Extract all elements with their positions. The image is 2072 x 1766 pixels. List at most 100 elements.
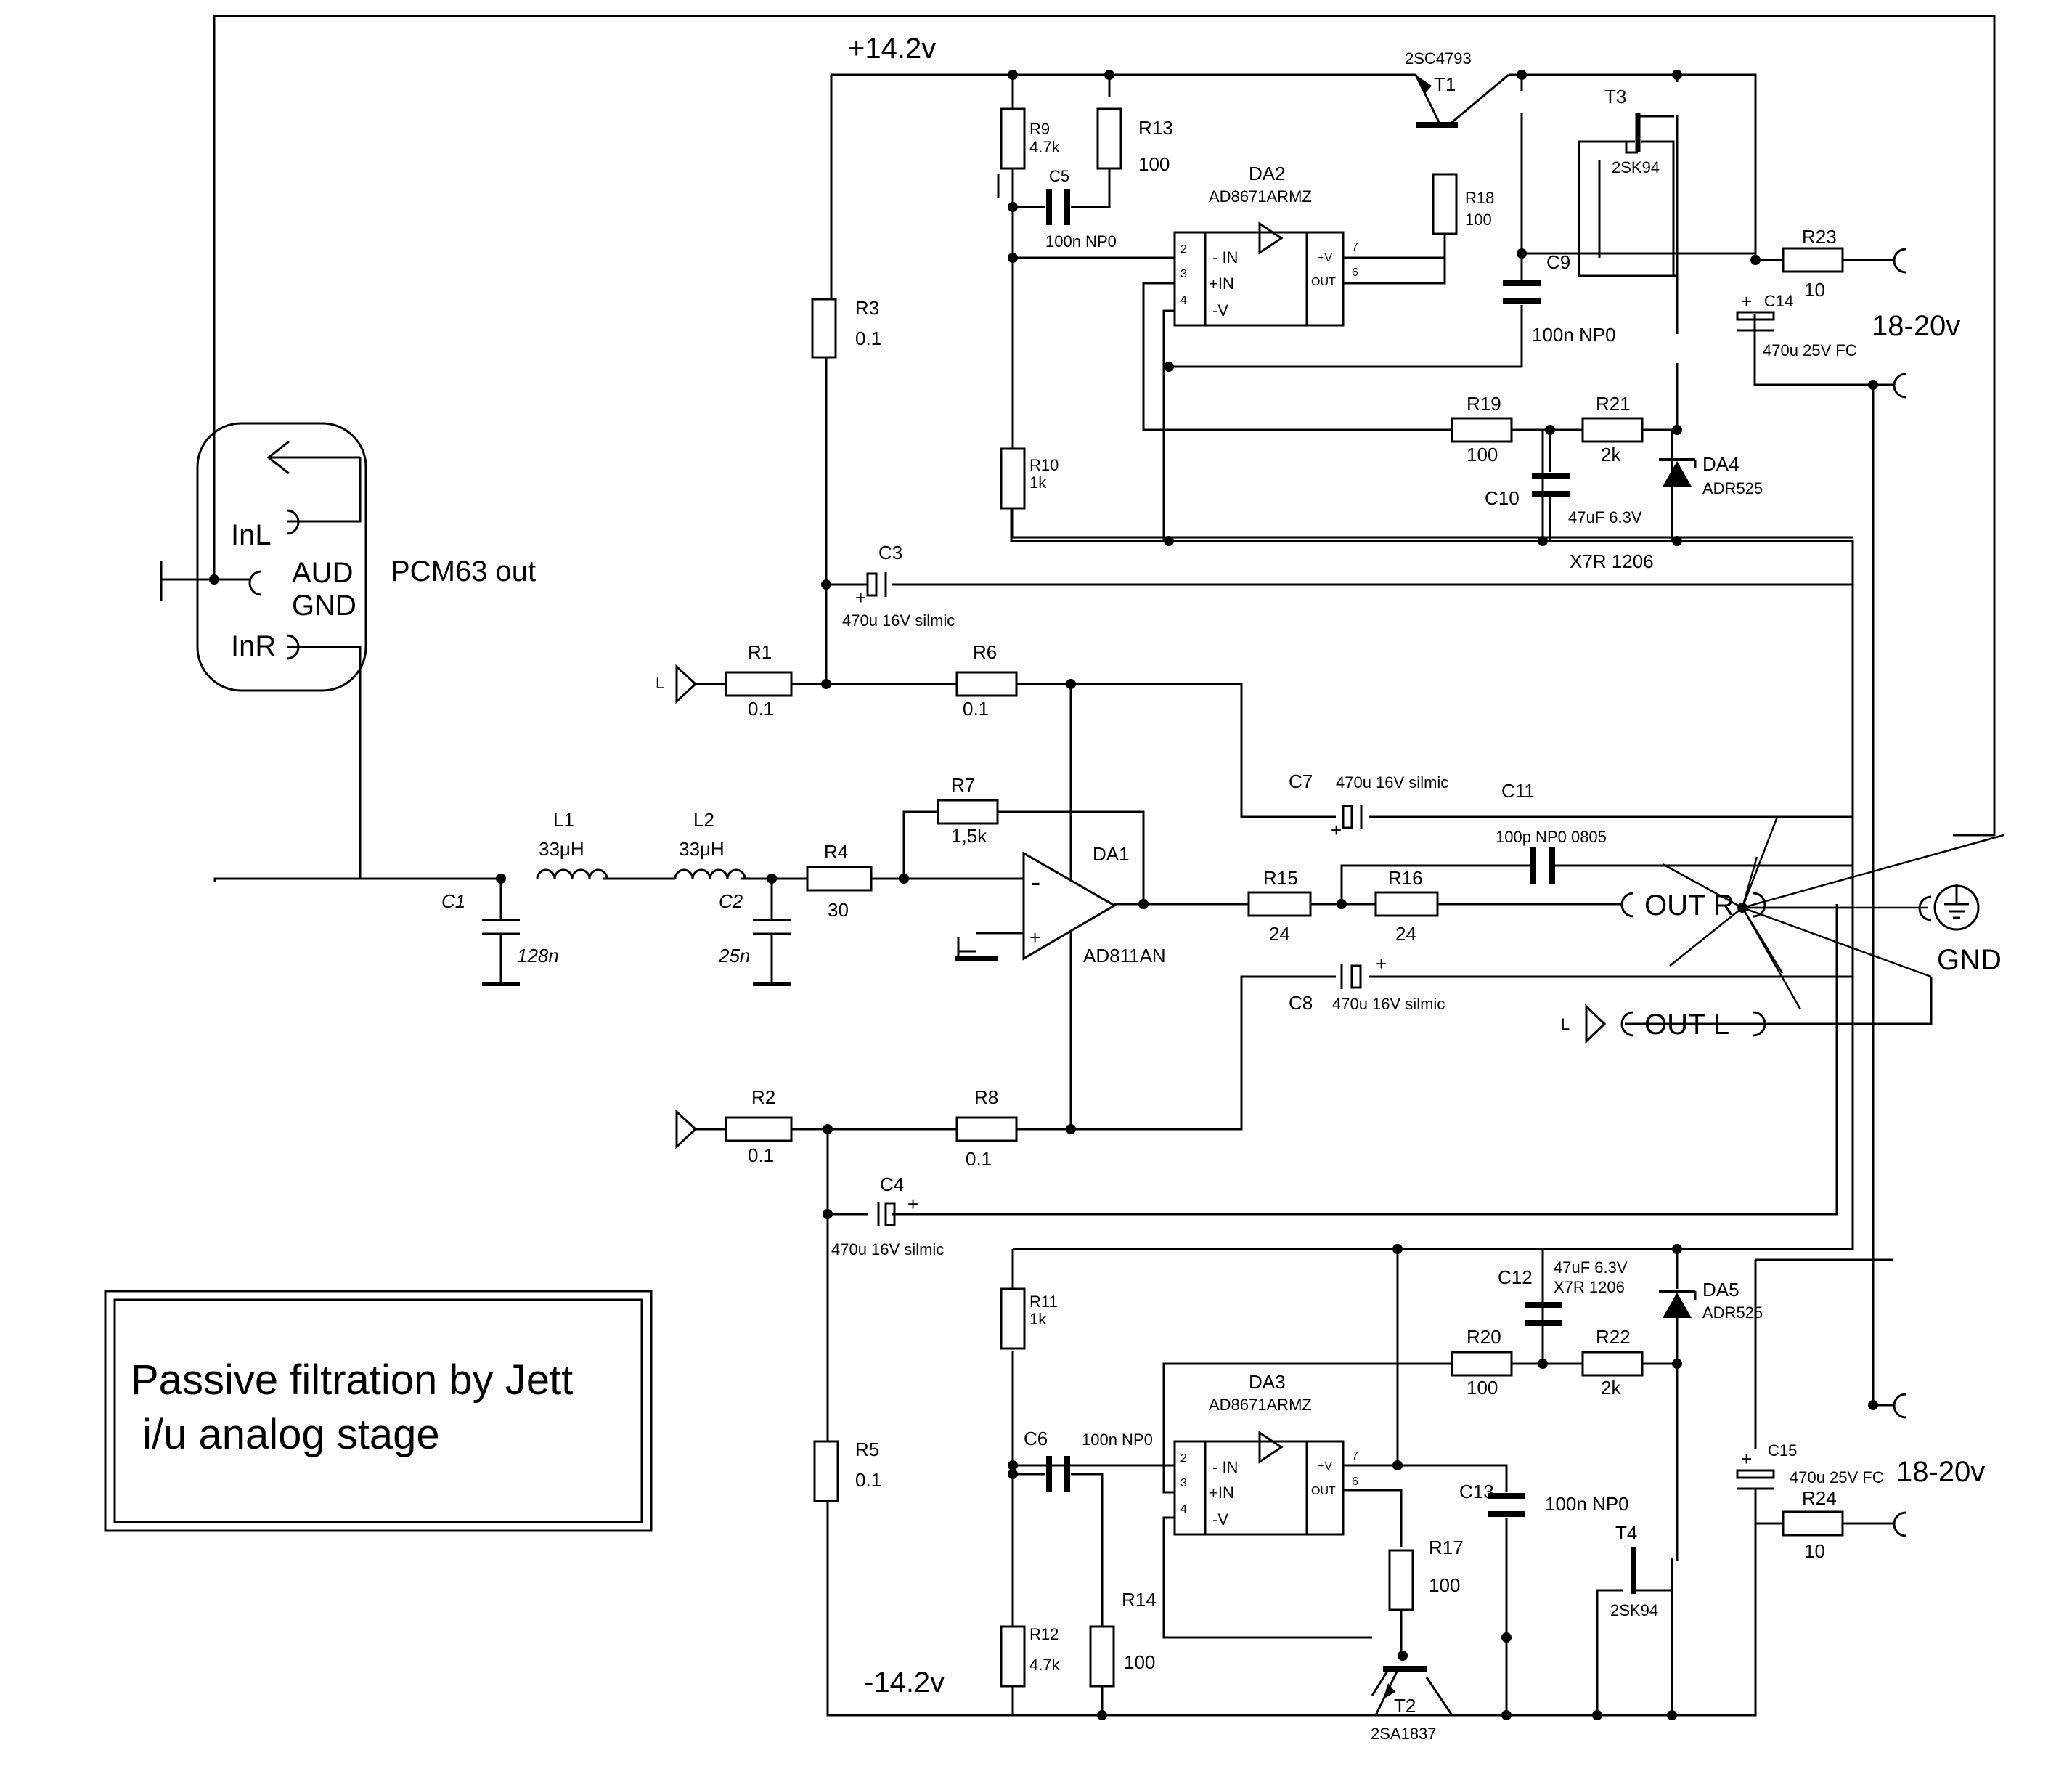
opamp-da3: - IN +IN -V +V OUT 2 3 4 7 6 DA3 AD8671A…: [1173, 1371, 1358, 1536]
c11-value: 100p NP0 0805: [1496, 828, 1607, 846]
svg-text:+: +: [907, 1193, 918, 1215]
capacitor-c7: + C7 470u 16V silmic: [1289, 770, 1448, 841]
resistor-r4: R4 30: [806, 841, 873, 921]
svg-text:4: 4: [1180, 294, 1187, 306]
da5-part: ADR525: [1702, 1303, 1763, 1322]
t2-part: 2SA1837: [1371, 1725, 1437, 1743]
resistor-r7: R7 1,5k: [937, 774, 999, 847]
svg-text:7: 7: [1352, 1450, 1358, 1462]
transistor-t2: T2 2SA1837: [1371, 1666, 1437, 1743]
r19-name: R19: [1467, 393, 1501, 415]
c2-name: C2: [719, 890, 743, 912]
resistor-r12: R12 4.7k: [1000, 1625, 1061, 1688]
svg-text:+: +: [1376, 953, 1387, 974]
r24-name: R24: [1802, 1487, 1837, 1509]
da4-name: DA4: [1702, 453, 1739, 475]
capacitor-c1: C1 128n: [441, 890, 559, 986]
transistor-t4: T4 2SK94: [1610, 1522, 1658, 1619]
pcm-inr-label: InR: [231, 630, 276, 662]
r15-name: R15: [1263, 867, 1298, 889]
pcm63-connector: InL AUD GND InR PCM63 out: [160, 422, 536, 882]
r18-name: R18: [1465, 189, 1494, 207]
output-l: OUT L: [1620, 1009, 1931, 1041]
svg-text:+V: +V: [1318, 1460, 1332, 1473]
r2-value: 0.1: [748, 1144, 774, 1166]
capacitor-c15: + C15 470u 25V FC: [1736, 1441, 1884, 1490]
svg-text:+IN: +IN: [1209, 1484, 1234, 1502]
c3-name: C3: [878, 542, 902, 563]
t1-name: T1: [1434, 73, 1456, 95]
capacitor-c6: C6 100n NP0: [1024, 1428, 1153, 1492]
c5-name: C5: [1049, 167, 1069, 185]
c15-name: C15: [1768, 1441, 1797, 1460]
r9-name: R9: [1029, 120, 1050, 138]
zener-da5: DA5 ADR525: [1659, 1279, 1763, 1322]
svg-text:6: 6: [1352, 1476, 1358, 1488]
da3-part: AD8671ARMZ: [1209, 1396, 1312, 1414]
t1-part: 2SC4793: [1405, 49, 1472, 68]
l1-name: L1: [553, 809, 574, 831]
da4-part: ADR525: [1702, 479, 1763, 497]
transistor-t1: 2SC4793 T1: [1405, 49, 1509, 128]
capacitor-c5: C5 100n NP0: [1013, 167, 1117, 251]
lower-supply-minus-terminal: [1893, 1511, 1906, 1537]
resistor-r17: R17 100: [1388, 1537, 1464, 1611]
resistor-r22: R22 2k: [1581, 1326, 1644, 1399]
resistor-r6: R6 0.1: [955, 641, 1018, 720]
svg-text:+: +: [1029, 927, 1040, 948]
svg-text:L: L: [656, 674, 664, 692]
out-l-label: OUT L: [1644, 1009, 1729, 1041]
c10-value2: X7R 1206: [1570, 550, 1654, 572]
r1-value: 0.1: [748, 698, 774, 720]
gnd-label: GND: [1937, 944, 2002, 976]
r7-value: 1,5k: [951, 825, 987, 847]
svg-text:-V: -V: [1212, 301, 1228, 320]
c4-name: C4: [880, 1173, 904, 1195]
output-r: OUT R: [1620, 890, 1766, 921]
lower-supply-plus-terminal: [1893, 1393, 1906, 1419]
capacitor-c10: C10 47uF 6.3V X7R 1206: [1485, 430, 1654, 572]
c10-value: 47uF 6.3V: [1568, 508, 1642, 526]
r3-value: 0.1: [855, 327, 881, 349]
c14-name: C14: [1764, 292, 1793, 310]
svg-text:3: 3: [1180, 1477, 1187, 1489]
c12-value2: X7R 1206: [1554, 1278, 1625, 1296]
svg-text:4: 4: [1180, 1503, 1187, 1515]
c6-value: 100n NP0: [1082, 1431, 1153, 1449]
ground-star-lines: [1662, 816, 2004, 1010]
resistor-r16: R16 24: [1374, 867, 1439, 945]
resistor-r23: R23 10: [1782, 226, 1844, 301]
capacitor-c9: C9 100n NP0: [1169, 251, 1616, 368]
svg-text:3: 3: [1180, 268, 1187, 280]
r23-value: 10: [1804, 279, 1825, 301]
c12-value: 47uF 6.3V: [1554, 1258, 1628, 1277]
capacitor-c12: C12 47uF 6.3V X7R 1206: [1498, 1249, 1628, 1364]
lower-supply-label: 18-20v: [1896, 1456, 1985, 1488]
capacitor-c4: + C4 470u 16V silmic: [831, 1173, 944, 1258]
r21-value: 2k: [1601, 444, 1621, 465]
gnd-terminal: GND: [1918, 884, 2002, 976]
l1-value: 33μH: [539, 838, 584, 860]
resistor-r5: R5 0.1: [813, 1439, 881, 1502]
r10-name: R10: [1029, 456, 1059, 474]
resistor-r3: R3 0.1: [811, 297, 881, 359]
capacitor-c11: C11 100p NP0 0805: [1496, 780, 1607, 884]
neg-rail-label: -14.2v: [864, 1667, 945, 1698]
svg-text:2: 2: [1180, 1452, 1187, 1465]
resistor-r20: R20 100: [1451, 1326, 1513, 1399]
svg-text:+: +: [1741, 1448, 1752, 1470]
r14-value: 100: [1124, 1651, 1155, 1673]
c2-value: 25n: [718, 945, 750, 967]
resistor-r21: R21 2k: [1581, 393, 1644, 465]
resistor-r10: R10 1k: [1000, 447, 1059, 510]
r13-name: R13: [1138, 117, 1173, 139]
c4-value: 470u 16V silmic: [831, 1240, 944, 1258]
svg-text:+V: +V: [1318, 252, 1332, 264]
da1-part: AD811AN: [1083, 945, 1166, 967]
r5-name: R5: [855, 1439, 879, 1460]
r19-value: 100: [1467, 444, 1498, 465]
l2-name: L2: [693, 809, 714, 831]
resistor-r8: R8 0.1: [955, 1086, 1018, 1170]
c6-name: C6: [1024, 1428, 1048, 1449]
svg-text:OUT: OUT: [1311, 276, 1336, 288]
